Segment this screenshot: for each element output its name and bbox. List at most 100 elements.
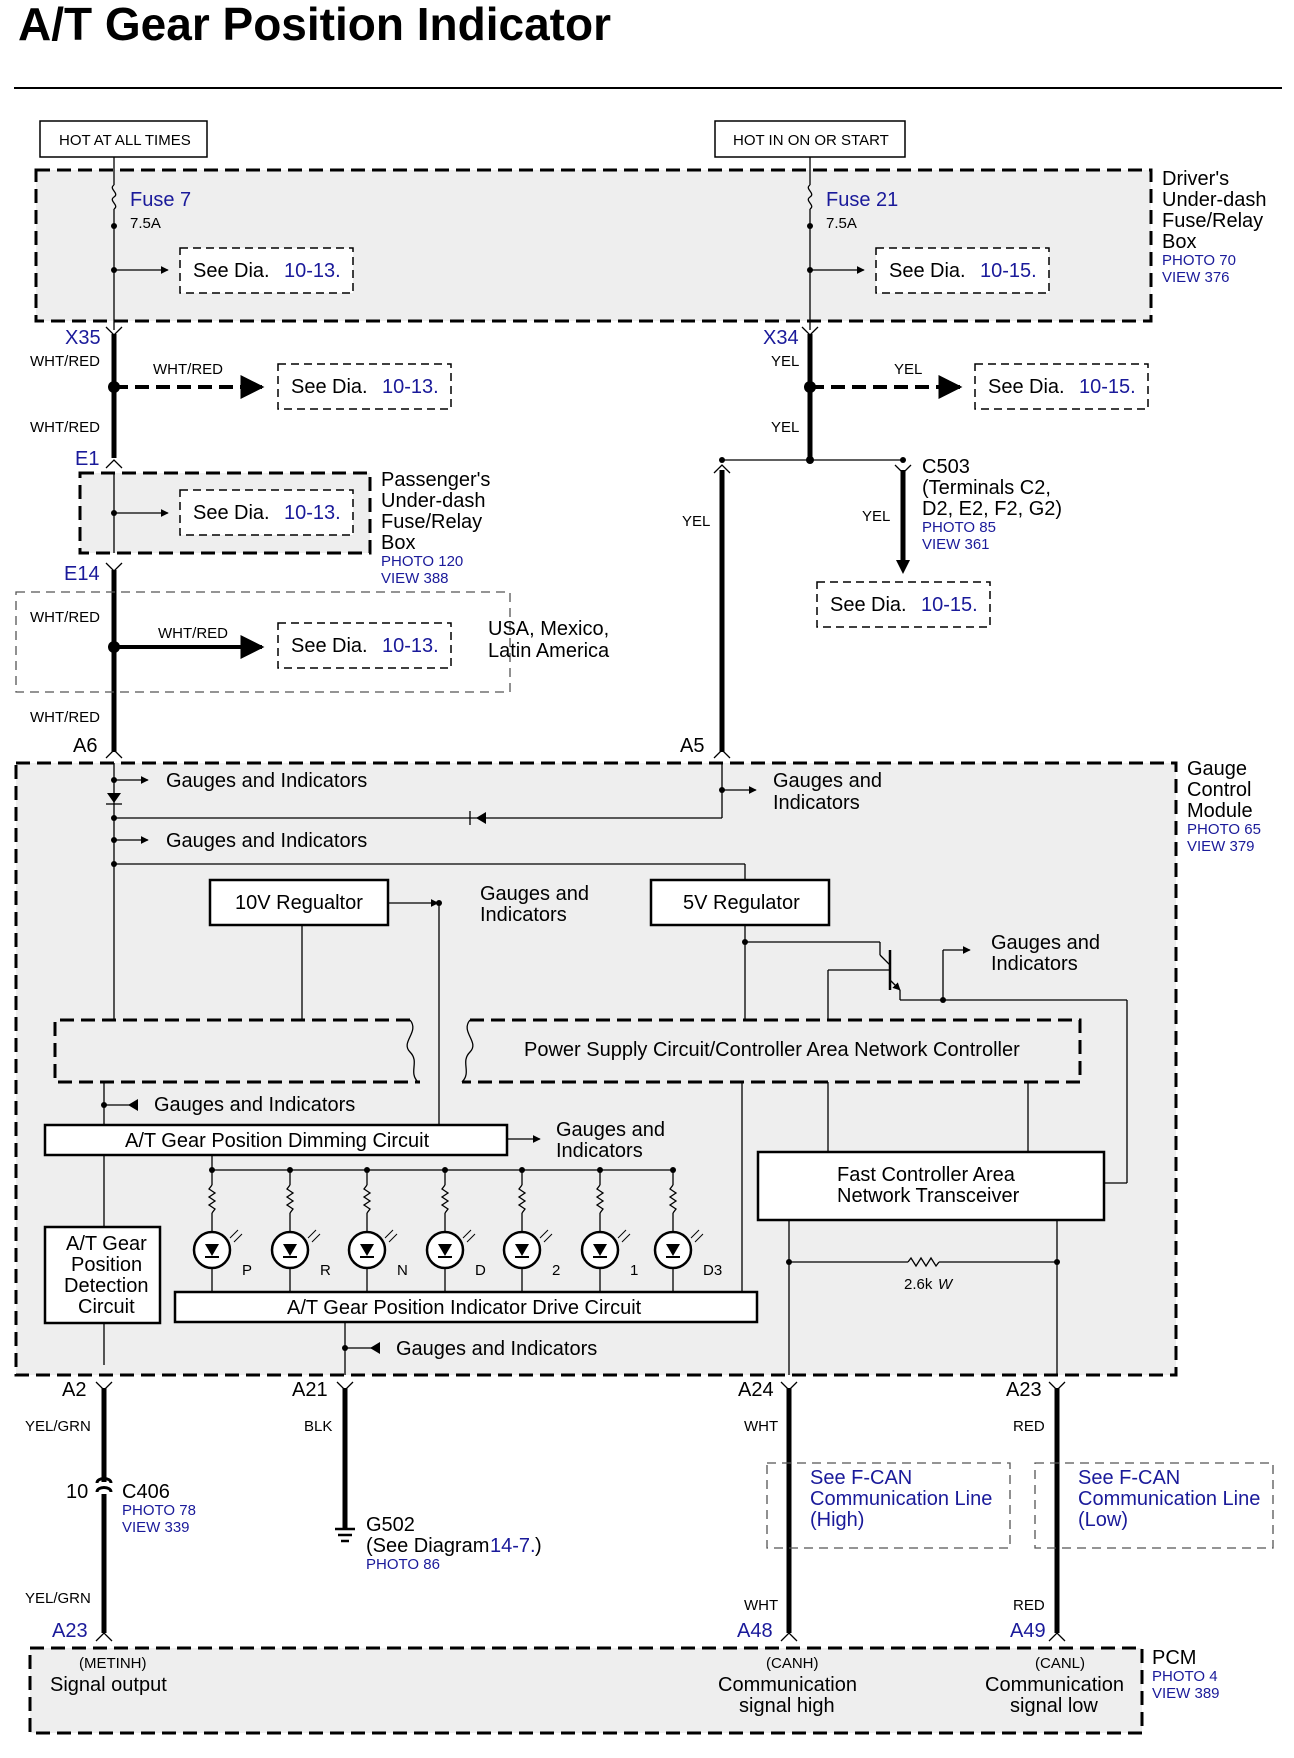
svg-text:5V Regulator: 5V Regulator bbox=[683, 892, 800, 914]
svg-text:See: See bbox=[291, 376, 327, 398]
svg-text:Communication Line: Communication Line bbox=[810, 1488, 992, 1510]
connector-x34: X34 bbox=[763, 327, 799, 349]
svg-text:VIEW 361: VIEW 361 bbox=[922, 536, 990, 553]
led-indicator: P bbox=[192, 1167, 252, 1292]
svg-text:WHT/RED: WHT/RED bbox=[30, 353, 100, 370]
g502-label: G502 (See Diagram 14-7. ) PHOTO 86 bbox=[366, 1514, 542, 1573]
svg-text:Indicators: Indicators bbox=[480, 904, 567, 926]
region-note: USA, Mexico, bbox=[488, 618, 609, 640]
svg-text:A/T Gear Position Indicator Dr: A/T Gear Position Indicator Drive Circui… bbox=[287, 1297, 642, 1319]
svg-text:BLK: BLK bbox=[304, 1418, 332, 1435]
svg-text:WHT: WHT bbox=[744, 1597, 778, 1614]
svg-text:Dia.: Dia. bbox=[1029, 376, 1065, 398]
svg-text:YEL/GRN: YEL/GRN bbox=[25, 1418, 91, 1435]
svg-text:See F-CAN: See F-CAN bbox=[810, 1467, 912, 1489]
svg-text:): ) bbox=[535, 1535, 542, 1557]
svg-text:10-15.: 10-15. bbox=[921, 594, 978, 616]
svg-text:Indicators: Indicators bbox=[556, 1140, 643, 1162]
see-dia-ref: See Dia. 10-15. bbox=[974, 363, 1149, 410]
svg-text:WHT/RED: WHT/RED bbox=[30, 709, 100, 726]
svg-text:(CANH): (CANH) bbox=[766, 1655, 819, 1672]
svg-text:YEL: YEL bbox=[682, 513, 710, 530]
svg-text:See: See bbox=[830, 594, 866, 616]
fuse7-symbol bbox=[111, 184, 117, 210]
power-supply-can-controller bbox=[462, 1018, 1082, 1084]
connector-a2: A2 bbox=[62, 1379, 86, 1401]
gauges-and-indicators: Gauges and Indicators bbox=[154, 1094, 355, 1116]
svg-text:10-15.: 10-15. bbox=[980, 260, 1037, 282]
detection-circuit bbox=[43, 1225, 162, 1325]
svg-text:10-15.: 10-15. bbox=[1079, 376, 1136, 398]
svg-text:Communication: Communication bbox=[985, 1674, 1124, 1696]
left-controller-block bbox=[53, 1018, 420, 1084]
svg-text:Dia.: Dia. bbox=[332, 376, 368, 398]
can-transceiver bbox=[756, 1150, 1106, 1222]
svg-text:Box: Box bbox=[381, 532, 415, 554]
led-label: R bbox=[320, 1262, 331, 1279]
svg-text:HOT IN ON OR START: HOT IN ON OR START bbox=[733, 132, 889, 149]
svg-text:2.6k: 2.6k bbox=[904, 1276, 933, 1293]
gauges-and-indicators: Gauges and bbox=[480, 883, 589, 905]
svg-text:Gauge: Gauge bbox=[1187, 758, 1247, 780]
gauges-and-indicators: Gauges and bbox=[991, 932, 1100, 954]
svg-text:Dia.: Dia. bbox=[871, 594, 907, 616]
svg-text:C406: C406 bbox=[122, 1481, 170, 1503]
led-indicator: R bbox=[270, 1167, 331, 1292]
fuse7-label: Fuse 7 bbox=[130, 189, 191, 211]
see-dia-ref: See Dia. 10-13. bbox=[277, 622, 452, 669]
svg-text:W: W bbox=[938, 1276, 954, 1293]
svg-text:10-13.: 10-13. bbox=[284, 502, 341, 524]
10v-regulator bbox=[208, 878, 390, 927]
svg-text:Power Supply Circuit/Controlle: Power Supply Circuit/Controller Area Net… bbox=[524, 1039, 1020, 1061]
connector-e1: E1 bbox=[75, 448, 99, 470]
svg-text:PHOTO 70: PHOTO 70 bbox=[1162, 252, 1236, 269]
svg-text:See: See bbox=[889, 260, 925, 282]
gcm-label: Gauge Control Module PHOTO 65 VIEW 379 bbox=[1187, 758, 1261, 855]
pcm-box bbox=[28, 1646, 1144, 1735]
svg-text:YEL: YEL bbox=[894, 361, 922, 378]
fuse21-symbol bbox=[807, 184, 813, 210]
gauges-and-indicators: Gauges and Indicators bbox=[396, 1338, 597, 1360]
led-indicator: N bbox=[347, 1167, 408, 1292]
connector-x35: X35 bbox=[65, 327, 101, 349]
gauges-and-indicators: Gauges and bbox=[773, 770, 882, 792]
svg-text:signal low: signal low bbox=[1010, 1695, 1098, 1717]
svg-text:WHT/RED: WHT/RED bbox=[153, 361, 223, 378]
svg-text:Control: Control bbox=[1187, 779, 1251, 801]
svg-text:WHT/RED: WHT/RED bbox=[158, 625, 228, 642]
svg-text:PHOTO 86: PHOTO 86 bbox=[366, 1556, 440, 1573]
c503-label: C503 (Terminals C2, D2, E2, F2, G2) PHOT… bbox=[922, 456, 1062, 553]
hot-in-on-label: HOT IN ON OR START bbox=[714, 120, 906, 158]
svg-text:Module: Module bbox=[1187, 800, 1253, 822]
svg-text:Dia.: Dia. bbox=[332, 635, 368, 657]
svg-text:Fuse/Relay: Fuse/Relay bbox=[1162, 210, 1263, 232]
gauges-and-indicators: Gauges and Indicators bbox=[166, 770, 367, 792]
led-label: N bbox=[397, 1262, 408, 1279]
led-indicator: D bbox=[425, 1167, 486, 1292]
svg-text:Fast Controller Area: Fast Controller Area bbox=[837, 1164, 1016, 1186]
led-indicator: D3 bbox=[653, 1167, 722, 1292]
svg-text:Dia.: Dia. bbox=[234, 260, 270, 282]
hot-at-all-times-label: HOT AT ALL TIMES bbox=[39, 120, 208, 158]
svg-text:signal high: signal high bbox=[739, 1695, 835, 1717]
svg-text:(CANL): (CANL) bbox=[1035, 1655, 1085, 1672]
gauges-and-indicators: Gauges and bbox=[556, 1119, 665, 1141]
fuse7-amp: 7.5A bbox=[130, 215, 161, 232]
svg-text:WHT/RED: WHT/RED bbox=[30, 419, 100, 436]
connector-a24: A24 bbox=[738, 1379, 774, 1401]
svg-text:Dia.: Dia. bbox=[930, 260, 966, 282]
svg-text:Under-dash: Under-dash bbox=[381, 490, 486, 512]
region-option-box bbox=[15, 591, 511, 693]
led-label: D bbox=[475, 1262, 486, 1279]
svg-text:YEL: YEL bbox=[862, 508, 890, 525]
svg-text:RED: RED bbox=[1013, 1418, 1045, 1435]
resistor-symbol bbox=[907, 1256, 940, 1268]
fcan-high-ref: See F-CAN Communication Line (High) bbox=[766, 1462, 1011, 1549]
svg-text:Communication: Communication bbox=[718, 1674, 857, 1696]
svg-text:Network Transceiver: Network Transceiver bbox=[837, 1185, 1020, 1207]
svg-text:YEL: YEL bbox=[771, 353, 799, 370]
svg-text:10V Regualtor: 10V Regualtor bbox=[235, 892, 363, 914]
svg-text:PHOTO 4: PHOTO 4 bbox=[1152, 1668, 1218, 1685]
